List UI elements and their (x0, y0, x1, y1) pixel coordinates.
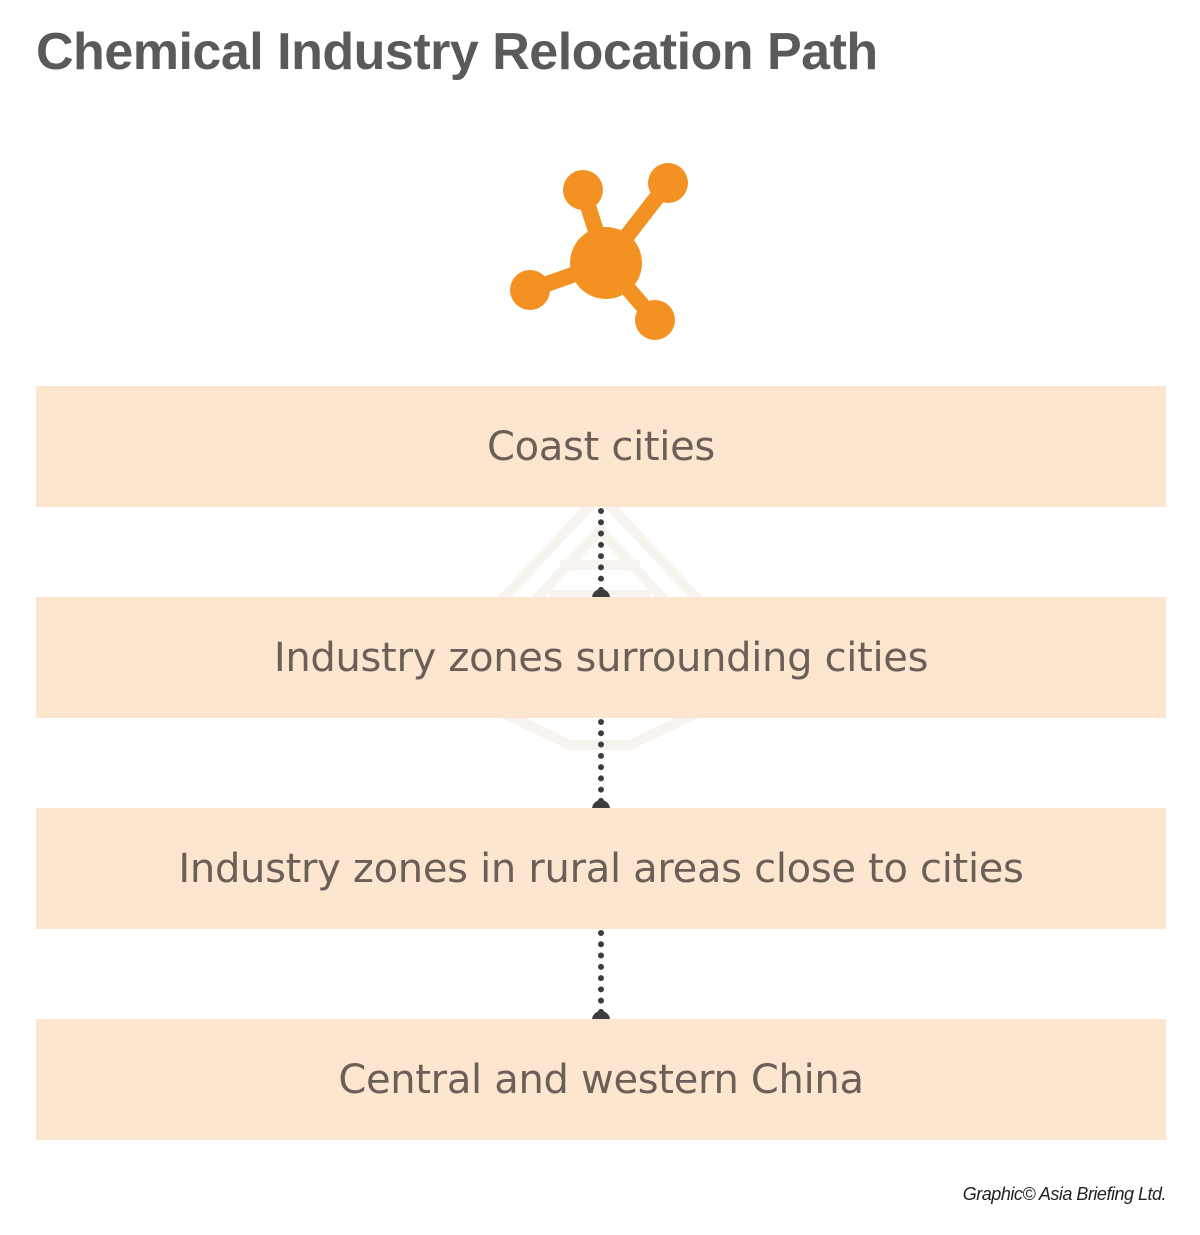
step-rural-industry-zones: Industry zones in rural areas close to c… (36, 808, 1166, 929)
credit-text: Graphic© Asia Briefing Ltd. (962, 1184, 1167, 1204)
page-title: Chemical Industry Relocation Path (36, 23, 878, 81)
connector-line (598, 719, 610, 804)
step-coast-cities: Coast cities (36, 386, 1166, 507)
step-central-western-china: Central and western China (36, 1019, 1166, 1140)
step-label: Industry zones surrounding cities (273, 634, 929, 681)
connector-line (598, 508, 610, 593)
molecule-icon (510, 163, 688, 340)
step-label: Central and western China (338, 1056, 864, 1103)
step-industry-zones-surrounding: Industry zones surrounding cities (36, 597, 1166, 718)
connector-line (598, 930, 610, 1015)
step-label: Coast cities (487, 423, 715, 470)
step-label: Industry zones in rural areas close to c… (178, 845, 1024, 892)
